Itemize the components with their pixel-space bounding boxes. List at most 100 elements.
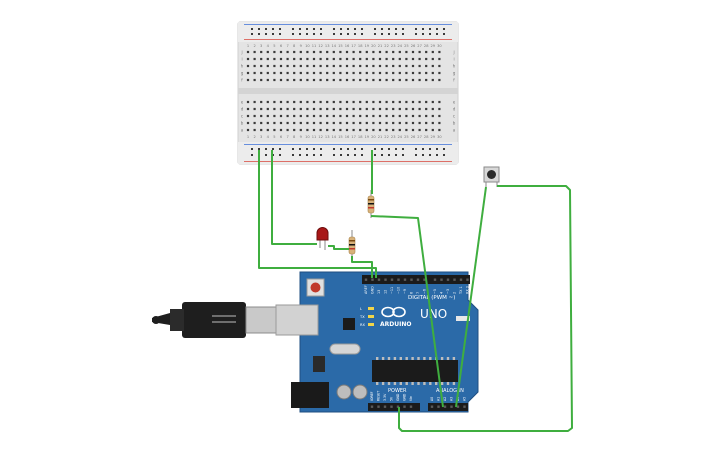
breadboard-hole[interactable]: [425, 128, 428, 132]
rail-hole[interactable]: [272, 28, 274, 30]
breadboard-hole[interactable]: [405, 64, 408, 68]
breadboard-hole[interactable]: [332, 71, 335, 75]
breadboard-hole[interactable]: [418, 107, 421, 111]
breadboard-hole[interactable]: [438, 100, 441, 104]
breadboard-hole[interactable]: [246, 107, 250, 111]
breadboard-hole[interactable]: [306, 57, 309, 61]
breadboard-hole[interactable]: [385, 57, 388, 61]
breadboard-hole[interactable]: [266, 100, 269, 104]
breadboard-hole[interactable]: [339, 100, 342, 104]
rail-hole[interactable]: [292, 148, 294, 150]
breadboard-hole[interactable]: [332, 128, 335, 132]
rail-hole[interactable]: [313, 33, 315, 35]
breadboard-hole[interactable]: [411, 121, 415, 125]
rail-hole[interactable]: [265, 154, 267, 156]
header-pin[interactable]: [450, 405, 453, 408]
breadboard-hole[interactable]: [385, 78, 388, 82]
breadboard-hole[interactable]: [306, 114, 309, 118]
header-pin[interactable]: [446, 278, 450, 281]
header-pin[interactable]: [377, 278, 381, 281]
wire-resistor-to-analog[interactable]: [370, 215, 444, 408]
breadboard-hole[interactable]: [392, 50, 395, 54]
rail-hole[interactable]: [381, 28, 383, 30]
breadboard-hole[interactable]: [425, 57, 428, 61]
breadboard-hole[interactable]: [299, 114, 302, 118]
breadboard-hole[interactable]: [378, 121, 382, 125]
breadboard-hole[interactable]: [418, 57, 421, 61]
breadboard-hole[interactable]: [246, 128, 250, 132]
rail-hole[interactable]: [415, 33, 417, 35]
rail-hole[interactable]: [258, 28, 260, 30]
breadboard-hole[interactable]: [332, 64, 335, 68]
rail-hole[interactable]: [320, 28, 322, 30]
rail-hole[interactable]: [415, 148, 417, 150]
breadboard-hole[interactable]: [286, 64, 289, 68]
breadboard-hole[interactable]: [425, 78, 428, 82]
rail-hole[interactable]: [272, 33, 274, 35]
breadboard-hole[interactable]: [266, 114, 269, 118]
wire-led-to-resistor[interactable]: [328, 245, 349, 250]
breadboard-hole[interactable]: [246, 50, 250, 54]
reset-button[interactable]: [310, 282, 321, 293]
breadboard-hole[interactable]: [392, 64, 395, 68]
breadboard-hole[interactable]: [332, 100, 335, 104]
rail-hole[interactable]: [265, 33, 267, 35]
breadboard-hole[interactable]: [273, 71, 276, 75]
rail-hole[interactable]: [422, 33, 424, 35]
breadboard-hole[interactable]: [299, 57, 302, 61]
breadboard-hole[interactable]: [378, 50, 382, 54]
digital-header[interactable]: [362, 275, 470, 284]
breadboard-hole[interactable]: [418, 78, 421, 82]
rail-hole[interactable]: [279, 154, 281, 156]
rail-hole[interactable]: [381, 148, 383, 150]
breadboard-hole[interactable]: [306, 121, 309, 125]
breadboard-hole[interactable]: [293, 114, 296, 118]
breadboard-hole[interactable]: [418, 114, 421, 118]
rail-hole[interactable]: [251, 33, 253, 35]
breadboard-hole[interactable]: [326, 121, 329, 125]
rail-hole[interactable]: [354, 33, 356, 35]
breadboard-hole[interactable]: [431, 71, 434, 75]
breadboard-hole[interactable]: [378, 64, 382, 68]
rail-hole[interactable]: [388, 33, 390, 35]
breadboard-hole[interactable]: [365, 121, 368, 125]
breadboard-hole[interactable]: [293, 64, 296, 68]
header-pin[interactable]: [383, 405, 387, 408]
breadboard-hole[interactable]: [260, 100, 263, 104]
breadboard-hole[interactable]: [405, 128, 408, 132]
breadboard-hole[interactable]: [273, 57, 276, 61]
pushbutton-icon[interactable]: [483, 166, 500, 187]
breadboard-hole[interactable]: [326, 100, 329, 104]
breadboard-hole[interactable]: [260, 71, 263, 75]
breadboard-hole[interactable]: [365, 100, 368, 104]
breadboard-hole[interactable]: [438, 128, 441, 132]
breadboard-hole[interactable]: [352, 71, 355, 75]
rail-hole[interactable]: [265, 28, 267, 30]
breadboard-hole[interactable]: [279, 57, 283, 61]
breadboard-hole[interactable]: [279, 114, 283, 118]
breadboard-hole[interactable]: [345, 71, 349, 75]
breadboard-hole[interactable]: [392, 128, 395, 132]
breadboard-hole[interactable]: [345, 78, 349, 82]
breadboard-hole[interactable]: [372, 107, 375, 111]
breadboard-hole[interactable]: [411, 114, 415, 118]
breadboard-hole[interactable]: [365, 64, 368, 68]
breadboard-hole[interactable]: [293, 100, 296, 104]
breadboard-hole[interactable]: [385, 100, 388, 104]
breadboard-hole[interactable]: [312, 107, 316, 111]
breadboard-hole[interactable]: [253, 71, 256, 75]
rail-hole[interactable]: [313, 154, 315, 156]
breadboard-hole[interactable]: [359, 121, 362, 125]
rail-hole[interactable]: [402, 33, 404, 35]
rail-hole[interactable]: [429, 154, 431, 156]
rail-hole[interactable]: [361, 28, 363, 30]
breadboard-hole[interactable]: [431, 107, 434, 111]
breadboard-hole[interactable]: [372, 114, 375, 118]
breadboard-hole[interactable]: [273, 128, 276, 132]
breadboard-hole[interactable]: [332, 50, 335, 54]
breadboard-hole[interactable]: [299, 100, 302, 104]
breadboard-hole[interactable]: [359, 114, 362, 118]
breadboard-hole[interactable]: [286, 50, 289, 54]
header-pin[interactable]: [384, 278, 387, 281]
rail-hole[interactable]: [251, 28, 253, 30]
